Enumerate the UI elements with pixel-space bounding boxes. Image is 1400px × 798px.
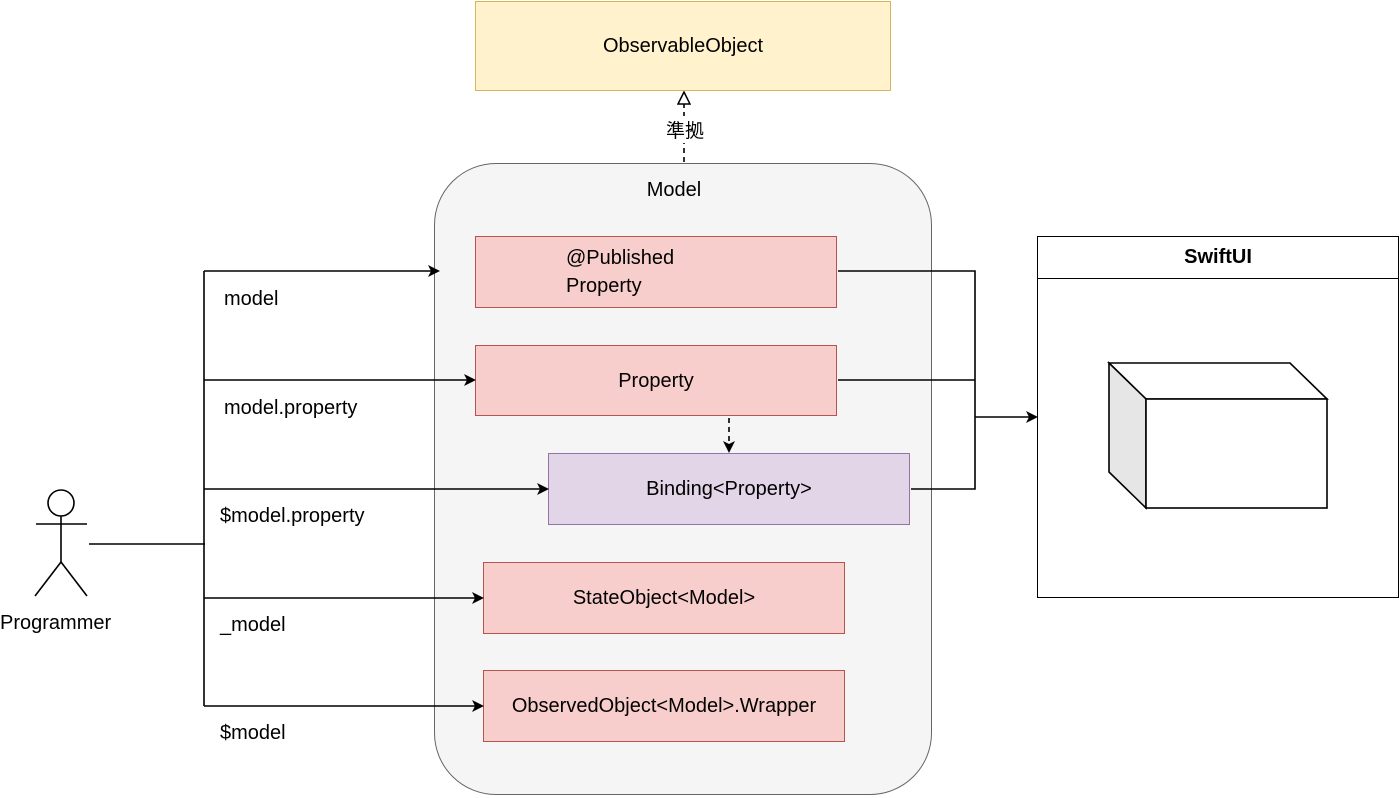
observed-object-box[interactable]: ObservedObject<Model>.Wrapper [483, 670, 845, 742]
observed-object-label: ObservedObject<Model>.Wrapper [511, 695, 817, 717]
label-model: model [224, 288, 279, 310]
property-box[interactable]: Property [475, 345, 837, 416]
swiftui-title: SwiftUI [1038, 237, 1398, 279]
published-property-label: Property [566, 275, 642, 297]
conformance-label: 準拠 [664, 116, 707, 143]
programmer-label: Programmer [0, 612, 112, 634]
property-label: Property [618, 369, 694, 392]
binding-to-swiftui [911, 417, 976, 490]
view-cube-icon [1107, 361, 1329, 510]
binding-property-label: Binding<Property> [646, 478, 812, 500]
published-attribute-label: @Published [566, 247, 675, 269]
model-title: Model [646, 179, 702, 201]
observable-object-label: ObservableObject [602, 35, 764, 57]
binding-property-box[interactable]: Binding<Property> [548, 453, 910, 525]
state-object-box[interactable]: StateObject<Model> [483, 562, 845, 634]
published-to-swiftui [838, 270, 976, 417]
label-model-property: model.property [224, 397, 358, 419]
published-property-box[interactable]: @Published Property [475, 236, 837, 308]
state-object-label: StateObject<Model> [572, 587, 756, 609]
programmer-actor-icon[interactable] [34, 489, 88, 597]
observable-object-box[interactable]: ObservableObject [475, 1, 891, 91]
label-underscore-model: _model [220, 614, 286, 636]
published-property-text: @Published Property [566, 244, 706, 300]
label-binding-property: $model.property [220, 505, 365, 527]
label-dollar-model: $model [220, 722, 286, 744]
